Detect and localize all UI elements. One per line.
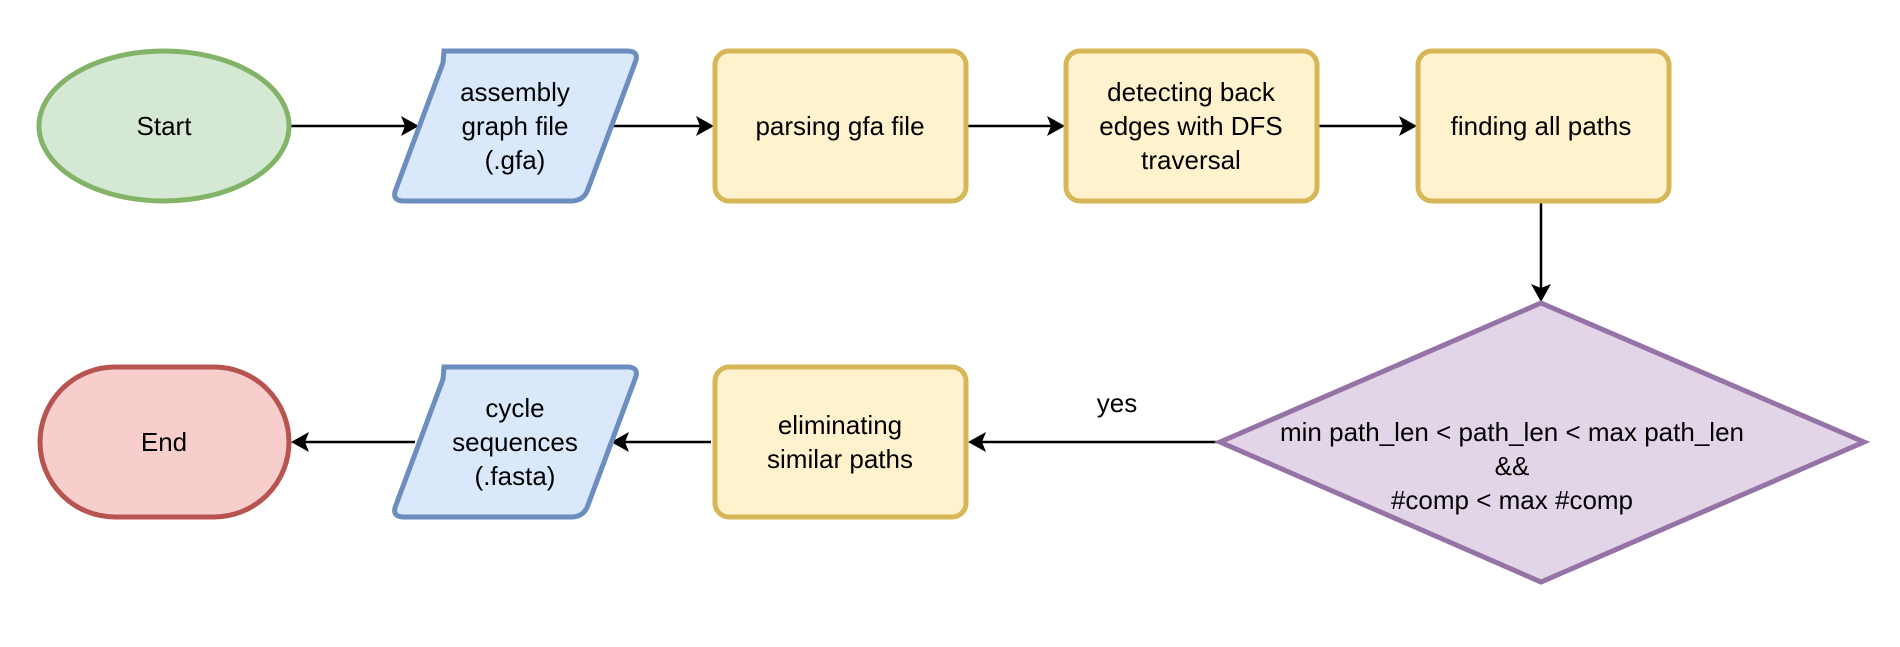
node-end: End [37,364,292,520]
edge-start-to-assembly [291,116,419,136]
node-eliminating-similar-paths: eliminating similar paths [712,364,969,520]
node-label-line: graph file [462,111,569,141]
node-label-line: similar paths [767,444,913,474]
node-label-line: parsing gfa file [755,111,924,141]
node-label-line: && [1495,451,1530,481]
edge-assembly-to-parsing [612,116,714,136]
node-label-parsing: parsing gfa file [755,111,924,141]
end-terminal [37,364,292,520]
node-label-start: Start [137,111,193,141]
node-label-line: End [141,427,187,457]
node-label-line: sequences [452,427,578,457]
start-ellipse [36,48,292,204]
node-label-cycle: cycle sequences (.fasta) [452,393,578,491]
node-label-line: min path_len < path_len < max path_len [1280,417,1744,447]
node-label-assembly-graph: assembly graph file (.gfa) [460,77,570,175]
node-label-line: (.gfa) [485,145,546,175]
node-label-detecting: detecting back edges with DFS traversal [1099,77,1283,175]
node-label-line: cycle [485,393,544,423]
node-label-decision: min path_len < path_len < max path_len &&… [1280,417,1744,515]
node-label-eliminating: eliminating similar paths [767,410,913,474]
node-label-finding: finding all paths [1451,111,1632,141]
node-label-line: edges with DFS [1099,111,1283,141]
parsing-box [712,48,969,204]
node-label-line: Start [137,111,193,141]
node-decision: min path_len < path_len < max path_len &&… [1213,300,1871,585]
assembly-graph-parallelogram [392,48,639,204]
edge-parsing-to-detecting [966,116,1065,136]
node-label-line: assembly [460,77,570,107]
node-label-line: finding all paths [1451,111,1632,141]
edge-eliminating-to-cycle [611,432,711,452]
node-finding-all-paths: finding all paths [1415,48,1672,204]
node-cycle-sequences: cycle sequences (.fasta) [392,364,639,520]
node-label-line: eliminating [778,410,902,440]
edge-decision-to-eliminating [968,432,1218,452]
cycle-sequences-parallelogram [392,364,639,520]
node-label-line: #comp < max #comp [1391,485,1633,515]
node-label-line: detecting back [1107,77,1276,107]
detecting-box [1063,48,1320,204]
finding-box [1415,48,1672,204]
node-assembly-graph-file: assembly graph file (.gfa) [392,48,639,204]
node-label-line: (.fasta) [475,461,556,491]
decision-diamond [1213,300,1871,585]
node-parsing-gfa-file: parsing gfa file [712,48,969,204]
node-detecting-back-edges: detecting back edges with DFS traversal [1063,48,1320,204]
edges: yes [291,116,1551,452]
edge-finding-to-decision [1531,203,1551,302]
node-start: Start [36,48,292,204]
eliminating-box [712,364,969,520]
node-label-line: traversal [1141,145,1241,175]
edge-label-yes: yes [1097,388,1137,418]
node-label-end: End [141,427,187,457]
edge-cycle-to-end [291,432,415,452]
edge-detecting-to-finding [1317,116,1417,136]
